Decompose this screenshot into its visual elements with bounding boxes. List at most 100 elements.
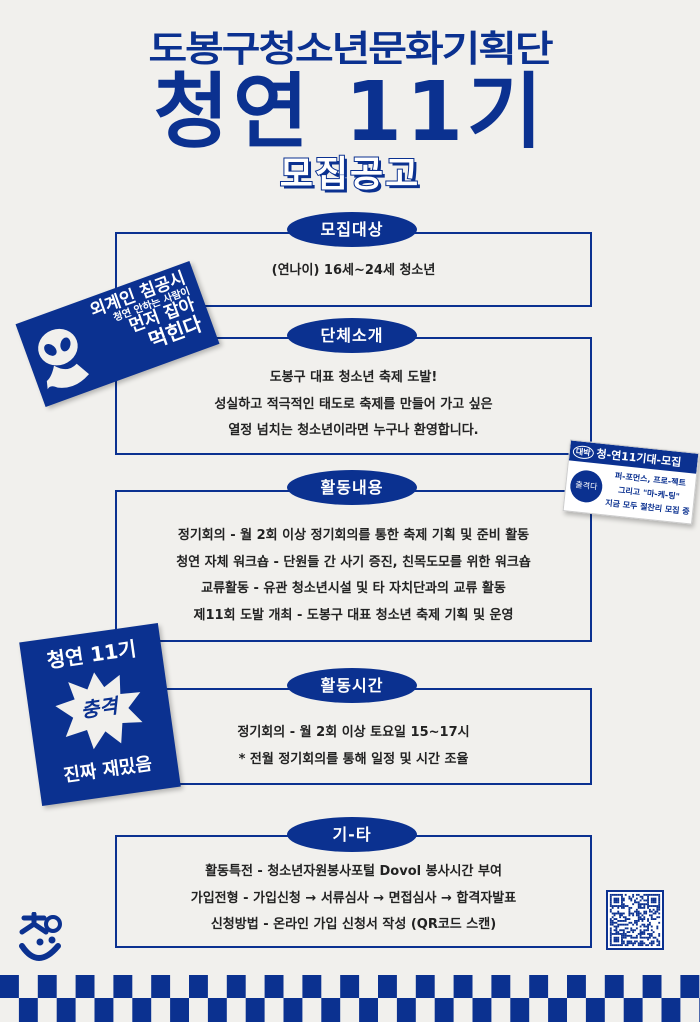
qr-module [656, 938, 659, 941]
qr-module [652, 899, 655, 902]
qr-module [609, 934, 612, 937]
qr-module [658, 944, 661, 947]
qr-module [650, 934, 653, 937]
qr-module [639, 905, 642, 907]
qr-module [630, 934, 633, 937]
qr-module [619, 933, 622, 935]
qr-module [626, 944, 629, 947]
qr-module [639, 899, 642, 902]
qr-module [656, 927, 659, 930]
checker-square [189, 975, 208, 998]
qr-module [643, 899, 646, 902]
qr-module [645, 929, 648, 932]
qr-module [632, 893, 635, 896]
qr-module [635, 927, 638, 930]
qr-module [647, 936, 649, 939]
qr-module [632, 923, 635, 926]
section-etc: 활동특전 - 청소년자원봉사포털 Dovol 봉사시간 부여 가입전형 - 가입… [115, 835, 592, 948]
qr-module [654, 899, 657, 902]
qr-module [643, 936, 646, 939]
qr-module [654, 893, 657, 896]
qr-module [647, 903, 649, 906]
checker-square [472, 998, 492, 1022]
qr-module [635, 934, 638, 937]
qr-module [615, 897, 618, 900]
qr-module [613, 899, 616, 902]
qr-module [617, 912, 620, 915]
checker-square [113, 975, 133, 998]
checker-square [680, 975, 700, 998]
checker-square [604, 975, 624, 998]
qr-module [617, 893, 620, 896]
checker-square [340, 975, 360, 998]
qr-module [650, 918, 653, 920]
qr-module [634, 921, 636, 924]
qr-module [658, 940, 661, 943]
qr-module [609, 905, 612, 907]
qr-module [611, 933, 614, 935]
qr-module [617, 944, 620, 947]
qr-module [615, 893, 618, 896]
qr-module [648, 921, 651, 924]
qr-module [621, 897, 623, 900]
qr-module [622, 933, 625, 935]
qr-module [658, 942, 661, 945]
qr-module [643, 912, 646, 915]
qr-module [635, 908, 638, 911]
qr-module [621, 933, 623, 935]
qr-module [609, 921, 612, 924]
qr-module [621, 912, 623, 915]
qr-module [637, 920, 640, 922]
qr-module [637, 933, 640, 935]
recruit-ad-sticker: 대박 청-연11기대-모집 출격다 퍼-포먼스, 프로-젝트 그리고 "마-케-… [562, 439, 700, 525]
qr-module [626, 934, 629, 937]
section-line: 교류활동 - 유관 청소년시설 및 타 자치단과의 교류 활동 [201, 581, 506, 596]
qr-module [654, 918, 657, 920]
qr-module [615, 927, 618, 930]
qr-module [628, 914, 631, 917]
qr-module [611, 893, 614, 896]
qr-module [648, 942, 651, 945]
qr-module [648, 908, 651, 911]
alien-sticker: 외계인 침공시 청연 안하는 사람이 먼저 잡아 먹힌다 [15, 261, 220, 407]
qr-module [619, 944, 622, 947]
qr-module [609, 927, 612, 930]
qr-module [626, 927, 629, 930]
qr-module [634, 940, 636, 943]
qr-module [645, 893, 648, 896]
qr-module [609, 933, 612, 935]
qr-code[interactable] [606, 890, 664, 950]
section-line: 도봉구 대표 청소년 축제 도발! [269, 370, 438, 385]
qr-module [639, 916, 642, 919]
qr-module [639, 944, 642, 947]
qr-module [622, 942, 625, 945]
checker-square [321, 998, 341, 1022]
qr-module [621, 938, 623, 941]
qr-module [630, 927, 633, 930]
qr-module [645, 903, 648, 906]
qr-module [643, 910, 646, 913]
qr-module [650, 899, 653, 902]
section-title-activities: 활동내용 [287, 470, 417, 505]
qr-module [652, 908, 655, 911]
qr-module [641, 931, 644, 934]
section-line: * 전월 정기회의를 통해 일정 및 시간 조율 [238, 751, 469, 767]
qr-module [658, 916, 661, 919]
qr-module [609, 942, 612, 945]
burst-icon [55, 672, 143, 750]
qr-module [630, 921, 633, 924]
qr-module [622, 905, 625, 907]
checker-square [453, 975, 473, 998]
qr-module [650, 925, 653, 928]
qr-module [648, 893, 651, 896]
qr-module [624, 934, 627, 937]
checker-square [283, 998, 303, 1022]
qr-module [637, 903, 640, 906]
qr-module [621, 934, 623, 937]
checker-square [548, 998, 567, 1022]
qr-module [611, 916, 614, 919]
qr-module [632, 936, 635, 939]
qr-module [611, 921, 614, 924]
qr-module [656, 910, 659, 913]
qr-module [641, 914, 644, 917]
